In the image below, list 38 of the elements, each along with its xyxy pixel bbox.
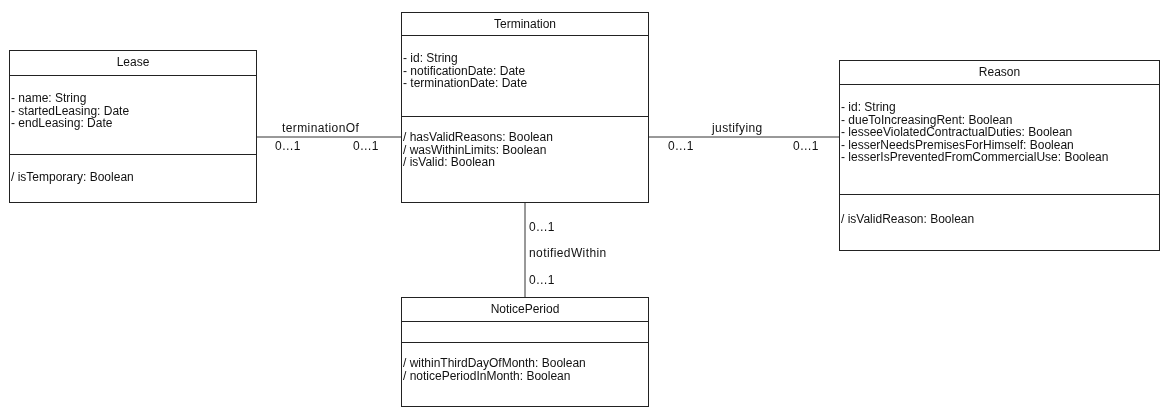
class-name: Reason: [978, 65, 1021, 79]
member-text: - lesserNeedsPremisesForHimself: Boolean: [841, 138, 1074, 152]
multiplicity-label: 0…1: [668, 140, 694, 153]
member-text: - id: String: [841, 101, 896, 114]
member-text: / wasWithinLimits: Boolean: [403, 143, 547, 157]
multiplicity-label: 0…1: [793, 140, 819, 153]
edge-label: terminationOf: [282, 122, 360, 135]
class-name: Lease: [116, 55, 150, 69]
class-box: [839, 60, 1160, 251]
multiplicity-label: 0…1: [275, 140, 301, 153]
association-line: [648, 136, 840, 138]
member-text: / noticePeriodInMonth: Boolean: [403, 369, 571, 383]
multiplicity-label: 0…1: [529, 274, 555, 287]
member-text: / isTemporary: Boolean: [11, 171, 134, 184]
class-name: Termination: [494, 17, 556, 31]
member-text: / withinThirdDayOfMonth: Boolean: [403, 357, 586, 370]
member-text: / isValid: Boolean: [403, 156, 495, 169]
class-box: [401, 297, 649, 407]
member-text: - lesserIsPreventedFromCommercialUse: Boolean: [841, 151, 1109, 164]
member-text: - endLeasing: Date: [11, 117, 113, 130]
member-text: - name: String: [11, 92, 87, 105]
association-line: [256, 136, 402, 138]
member-text: / isValidReason: Boolean: [841, 213, 975, 226]
member-text: - notificationDate: Date: [403, 64, 526, 78]
member-text: / hasValidReasons: Boolean: [403, 131, 553, 144]
class-name: NoticePeriod: [490, 302, 560, 316]
association-line: [524, 202, 526, 298]
class-box: [401, 12, 649, 203]
member-text: - terminationDate: Date: [403, 77, 528, 90]
member-text: - id: String: [403, 52, 458, 65]
multiplicity-label: 0…1: [353, 140, 379, 153]
edge-label: notifiedWithin: [529, 247, 607, 260]
class-box: [9, 50, 257, 203]
member-text: - dueToIncreasingRent: Boolean: [841, 113, 1013, 127]
member-text: - lesseeViolatedContractualDuties: Boolean: [841, 126, 1073, 139]
edge-label: justifying: [712, 122, 763, 135]
multiplicity-label: 0…1: [529, 221, 555, 234]
member-text: - startedLeasing: Date: [11, 104, 130, 118]
